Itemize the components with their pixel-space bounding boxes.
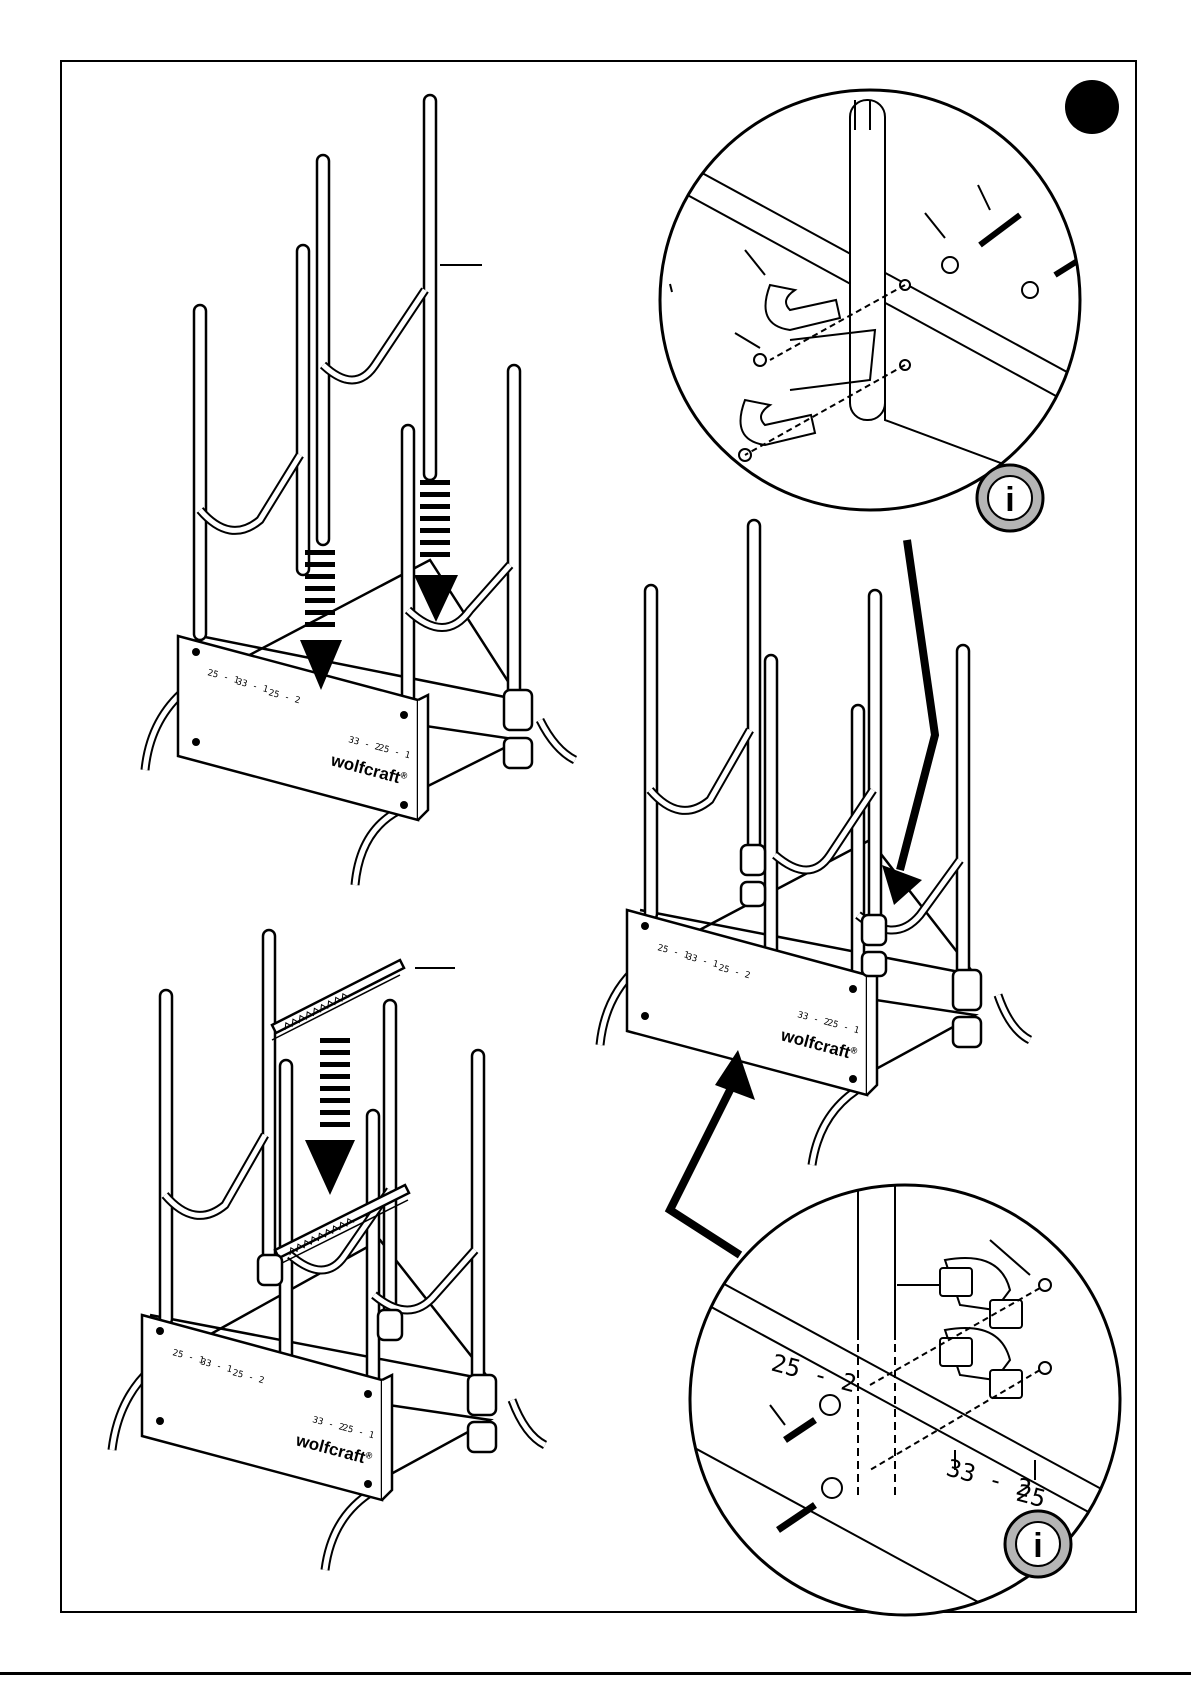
- bottom-rule: [0, 1672, 1191, 1675]
- step-circle-icon: [1065, 80, 1119, 134]
- arrow-icon: [305, 1038, 355, 1195]
- detail-circle-1: i: [660, 90, 1100, 531]
- diagram-step-3: [600, 520, 1030, 1165]
- diagram-step-2: [112, 930, 545, 1570]
- svg-text:i: i: [1033, 1527, 1042, 1565]
- detail-circle-2: 25 - 2 33 - 2 25 i: [680, 1175, 1140, 1685]
- svg-text:i: i: [1005, 481, 1014, 519]
